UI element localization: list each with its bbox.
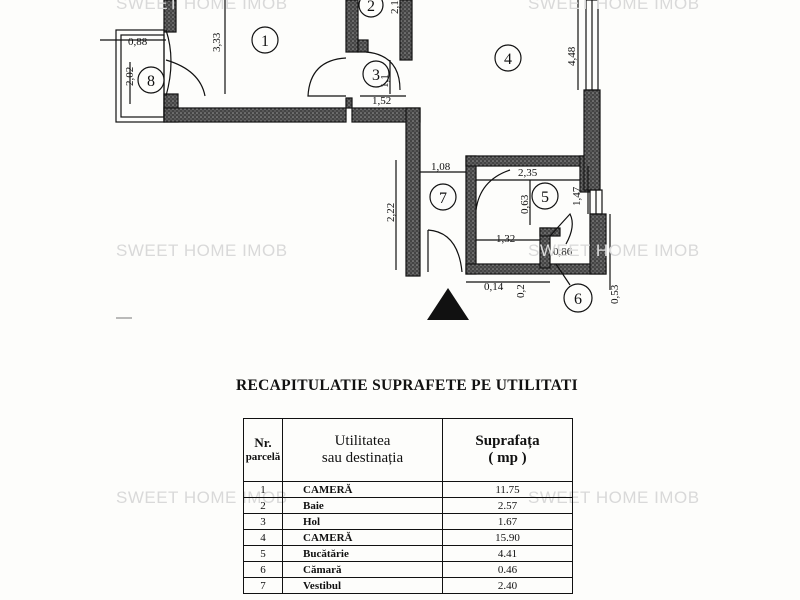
- table-header-row: Nr. parcelă Utilitatea sau destinația Su…: [243, 418, 573, 482]
- row-area: 11.75: [442, 481, 573, 498]
- row-area: 15.90: [442, 529, 573, 546]
- row-area: 2.57: [442, 497, 573, 514]
- row-name: CAMERĂ: [282, 481, 443, 498]
- dim-label: 0,14: [484, 281, 504, 293]
- entrance-marker-icon: [427, 288, 469, 320]
- wall: [345, 97, 353, 109]
- wall: [357, 39, 369, 53]
- row-area: 2.40: [442, 577, 573, 594]
- row-name: Baie: [282, 497, 443, 514]
- floor-plan: 1 2 3 4 5 6 7 8 0,88 2,02 3,33 2,1 1,1 1…: [100, 0, 621, 320]
- room-2-label: 2: [367, 0, 375, 15]
- wall: [163, 0, 177, 33]
- row-nr: 5: [243, 545, 283, 562]
- dim-label: 4,48: [566, 46, 578, 66]
- room-8-label: 8: [147, 73, 155, 90]
- dim-label: 1,1: [379, 74, 391, 88]
- row-nr: 4: [243, 529, 283, 546]
- wall: [465, 155, 477, 275]
- table-row: 5 Bucătărie 4.41: [243, 545, 573, 562]
- room-4-label: 4: [504, 51, 512, 68]
- wall: [465, 155, 587, 167]
- row-name: Vestibul: [282, 577, 443, 594]
- row-nr: 2: [243, 497, 283, 514]
- dim-label: 1,08: [431, 161, 451, 173]
- row-name: Cămară: [282, 561, 443, 578]
- dim-label: 1,32: [496, 233, 515, 245]
- dim-label: 1,47: [571, 186, 583, 206]
- row-nr: 7: [243, 577, 283, 594]
- row-area: 4.41: [442, 545, 573, 562]
- row-nr: 3: [243, 513, 283, 530]
- table-row: 6 Cămară 0.46: [243, 561, 573, 578]
- dim-label: 2,02: [124, 67, 136, 86]
- header-suprafata: Suprafața ( mp ): [442, 418, 573, 482]
- room-7-label: 7: [439, 190, 447, 207]
- row-name: Bucătărie: [282, 545, 443, 562]
- room-3-label: 3: [372, 67, 380, 84]
- table-row: 2 Baie 2.57: [243, 497, 573, 514]
- wall: [589, 213, 607, 275]
- header-utilitate: Utilitatea sau destinația: [282, 418, 443, 482]
- row-nr: 6: [243, 561, 283, 578]
- table-row: 7 Vestibul 2.40: [243, 577, 573, 594]
- wall: [465, 263, 607, 275]
- row-name: CAMERĂ: [282, 529, 443, 546]
- dim-label: 3,33: [211, 32, 223, 52]
- dim-label: 0,2: [515, 284, 527, 298]
- table-row: 1 CAMERĂ 11.75: [243, 481, 573, 498]
- summary-table: Nr. parcelă Utilitatea sau destinația Su…: [243, 418, 573, 594]
- wall: [163, 107, 347, 123]
- dim-label: 2,1: [389, 0, 401, 14]
- dim-label: 0,86: [553, 246, 573, 258]
- row-area: 0.46: [442, 561, 573, 578]
- wall: [345, 0, 359, 53]
- room-5-label: 5: [541, 189, 549, 206]
- wall: [539, 227, 561, 237]
- row-nr: 1: [243, 481, 283, 498]
- wall: [399, 0, 413, 61]
- dim-label: 2,22: [385, 203, 397, 222]
- room-6-label: 6: [574, 291, 582, 308]
- dim-label: 0,63: [519, 194, 531, 214]
- row-name: Hol: [282, 513, 443, 530]
- header-nr: Nr. parcelă: [243, 418, 283, 482]
- dim-label: 1,52: [372, 95, 391, 107]
- wall: [583, 89, 601, 191]
- table-row: 3 Hol 1.67: [243, 513, 573, 530]
- wall: [405, 107, 421, 277]
- dim-label: 0,88: [128, 36, 148, 48]
- room-1-label: 1: [261, 33, 269, 50]
- summary-title: RECAPITULATIE SUPRAFETE PE UTILITATI: [236, 377, 578, 394]
- table-row: 4 CAMERĂ 15.90: [243, 529, 573, 546]
- dim-label: 0,53: [609, 284, 621, 304]
- row-area: 1.67: [442, 513, 573, 530]
- dim-label: 2,35: [518, 167, 538, 179]
